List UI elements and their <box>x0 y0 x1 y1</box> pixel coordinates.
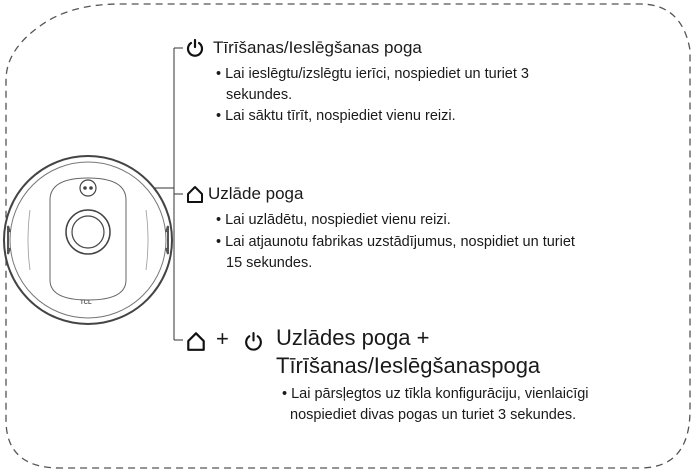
charge-section-title: Uzlāde poga <box>208 184 304 203</box>
home-icon <box>187 332 205 351</box>
power-bullet-2: • Lai sāktu tīrīt, nospiediet vienu reiz… <box>216 108 456 124</box>
power-icon <box>245 332 262 351</box>
home-icon <box>187 186 203 203</box>
charge-bullet-2: • Lai atjaunotu fabrikas uzstādījumus, n… <box>216 234 575 250</box>
power-section-title: Tīrīšanas/Ieslēgšanas poga <box>213 38 422 57</box>
charge-bullet-2-cont: 15 sekundes. <box>226 255 313 271</box>
combo-plus-sign: + <box>216 326 229 351</box>
power-icon <box>186 38 204 57</box>
power-bullet-1: • Lai ieslēgtu/izslēgtu ierīci, nospiedi… <box>216 66 529 82</box>
combo-title-line-2: Tīrīšanas/Ieslēgšanaspoga <box>276 353 541 378</box>
power-bullet-1-cont: sekundes. <box>226 87 293 103</box>
device-logo: TCL <box>80 300 92 306</box>
combo-bullet-1: • Lai pārsļegtos uz tīkla konfigurāciju,… <box>282 386 589 402</box>
combo-title-line-1: Uzlādes poga + <box>276 325 430 350</box>
charge-bullet-1: • Lai uzlādētu, nospiediet vienu reizi. <box>216 212 451 228</box>
combo-bullet-1-cont: nospiediet divas pogas un turiet 3 sekun… <box>290 407 577 423</box>
